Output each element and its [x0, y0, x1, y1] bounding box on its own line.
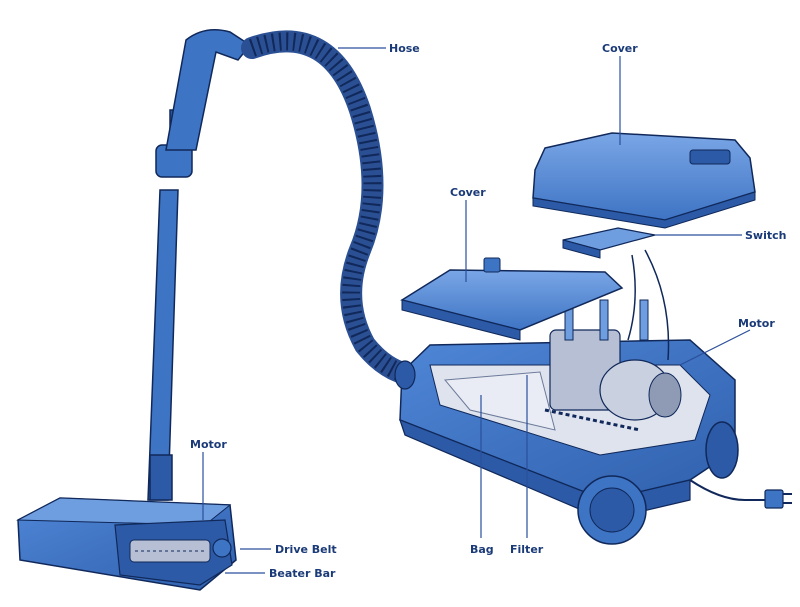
label-cover-top: Cover	[602, 42, 638, 55]
label-motor-left: Motor	[190, 438, 227, 451]
label-beater-bar: Beater Bar	[269, 567, 336, 580]
label-motor-right: Motor	[738, 317, 775, 330]
leader-lines	[202, 47, 751, 574]
switch-part	[562, 227, 656, 259]
wheels	[577, 421, 739, 545]
label-drive-belt: Drive Belt	[275, 543, 337, 556]
power-nozzle	[16, 497, 237, 591]
label-cover-left: Cover	[450, 186, 486, 199]
hinged-lid	[400, 257, 624, 341]
top-cover	[532, 132, 756, 229]
label-switch: Switch	[745, 229, 787, 242]
label-filter: Filter	[510, 543, 544, 556]
hose	[241, 30, 421, 386]
leader-motor-right	[679, 329, 751, 366]
label-hose: Hose	[389, 42, 420, 55]
power-cord	[689, 479, 792, 509]
canister-body	[394, 249, 736, 521]
wand	[147, 29, 252, 501]
label-bag: Bag	[470, 543, 494, 556]
